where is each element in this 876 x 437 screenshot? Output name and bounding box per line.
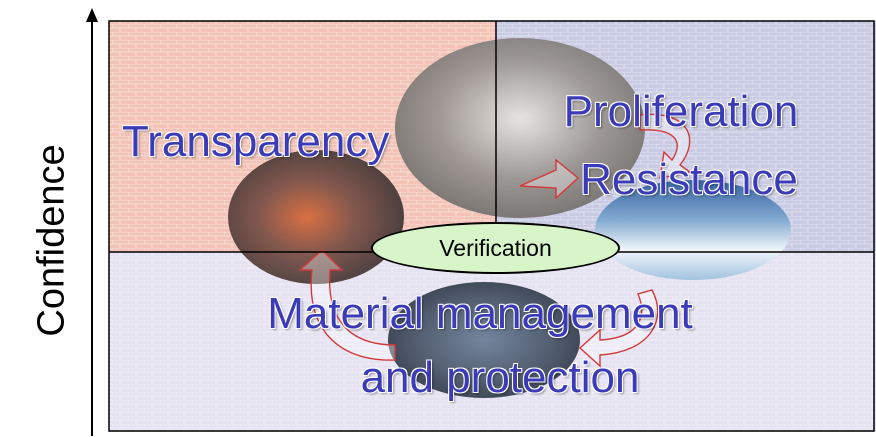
y-axis-label: Confidence <box>30 143 73 337</box>
photo-oval-bottom <box>388 282 580 398</box>
arrow-right-loop <box>639 113 692 179</box>
y-axis <box>86 8 98 436</box>
arrow-top-right <box>519 158 580 200</box>
quadrant-label-material-management: Material management <box>267 289 693 338</box>
arrow-bottom-left <box>298 249 396 361</box>
cycle-arrows <box>298 113 692 368</box>
verification-label: Verification <box>439 234 552 261</box>
verification-oval: Verification <box>371 222 620 274</box>
photo-oval-left <box>228 150 404 284</box>
quadrant-label-resistance: Resistance <box>580 155 798 204</box>
photo-ovals <box>228 38 791 398</box>
photo-oval-top <box>395 38 645 218</box>
quadrant-label-transparency: Transparency <box>122 117 390 166</box>
photo-oval-right <box>595 180 791 280</box>
quadrant-label-protection: and protection <box>360 353 640 402</box>
quadrant-label-proliferation: Proliferation <box>563 87 799 136</box>
arrow-bottom-right <box>578 289 659 368</box>
